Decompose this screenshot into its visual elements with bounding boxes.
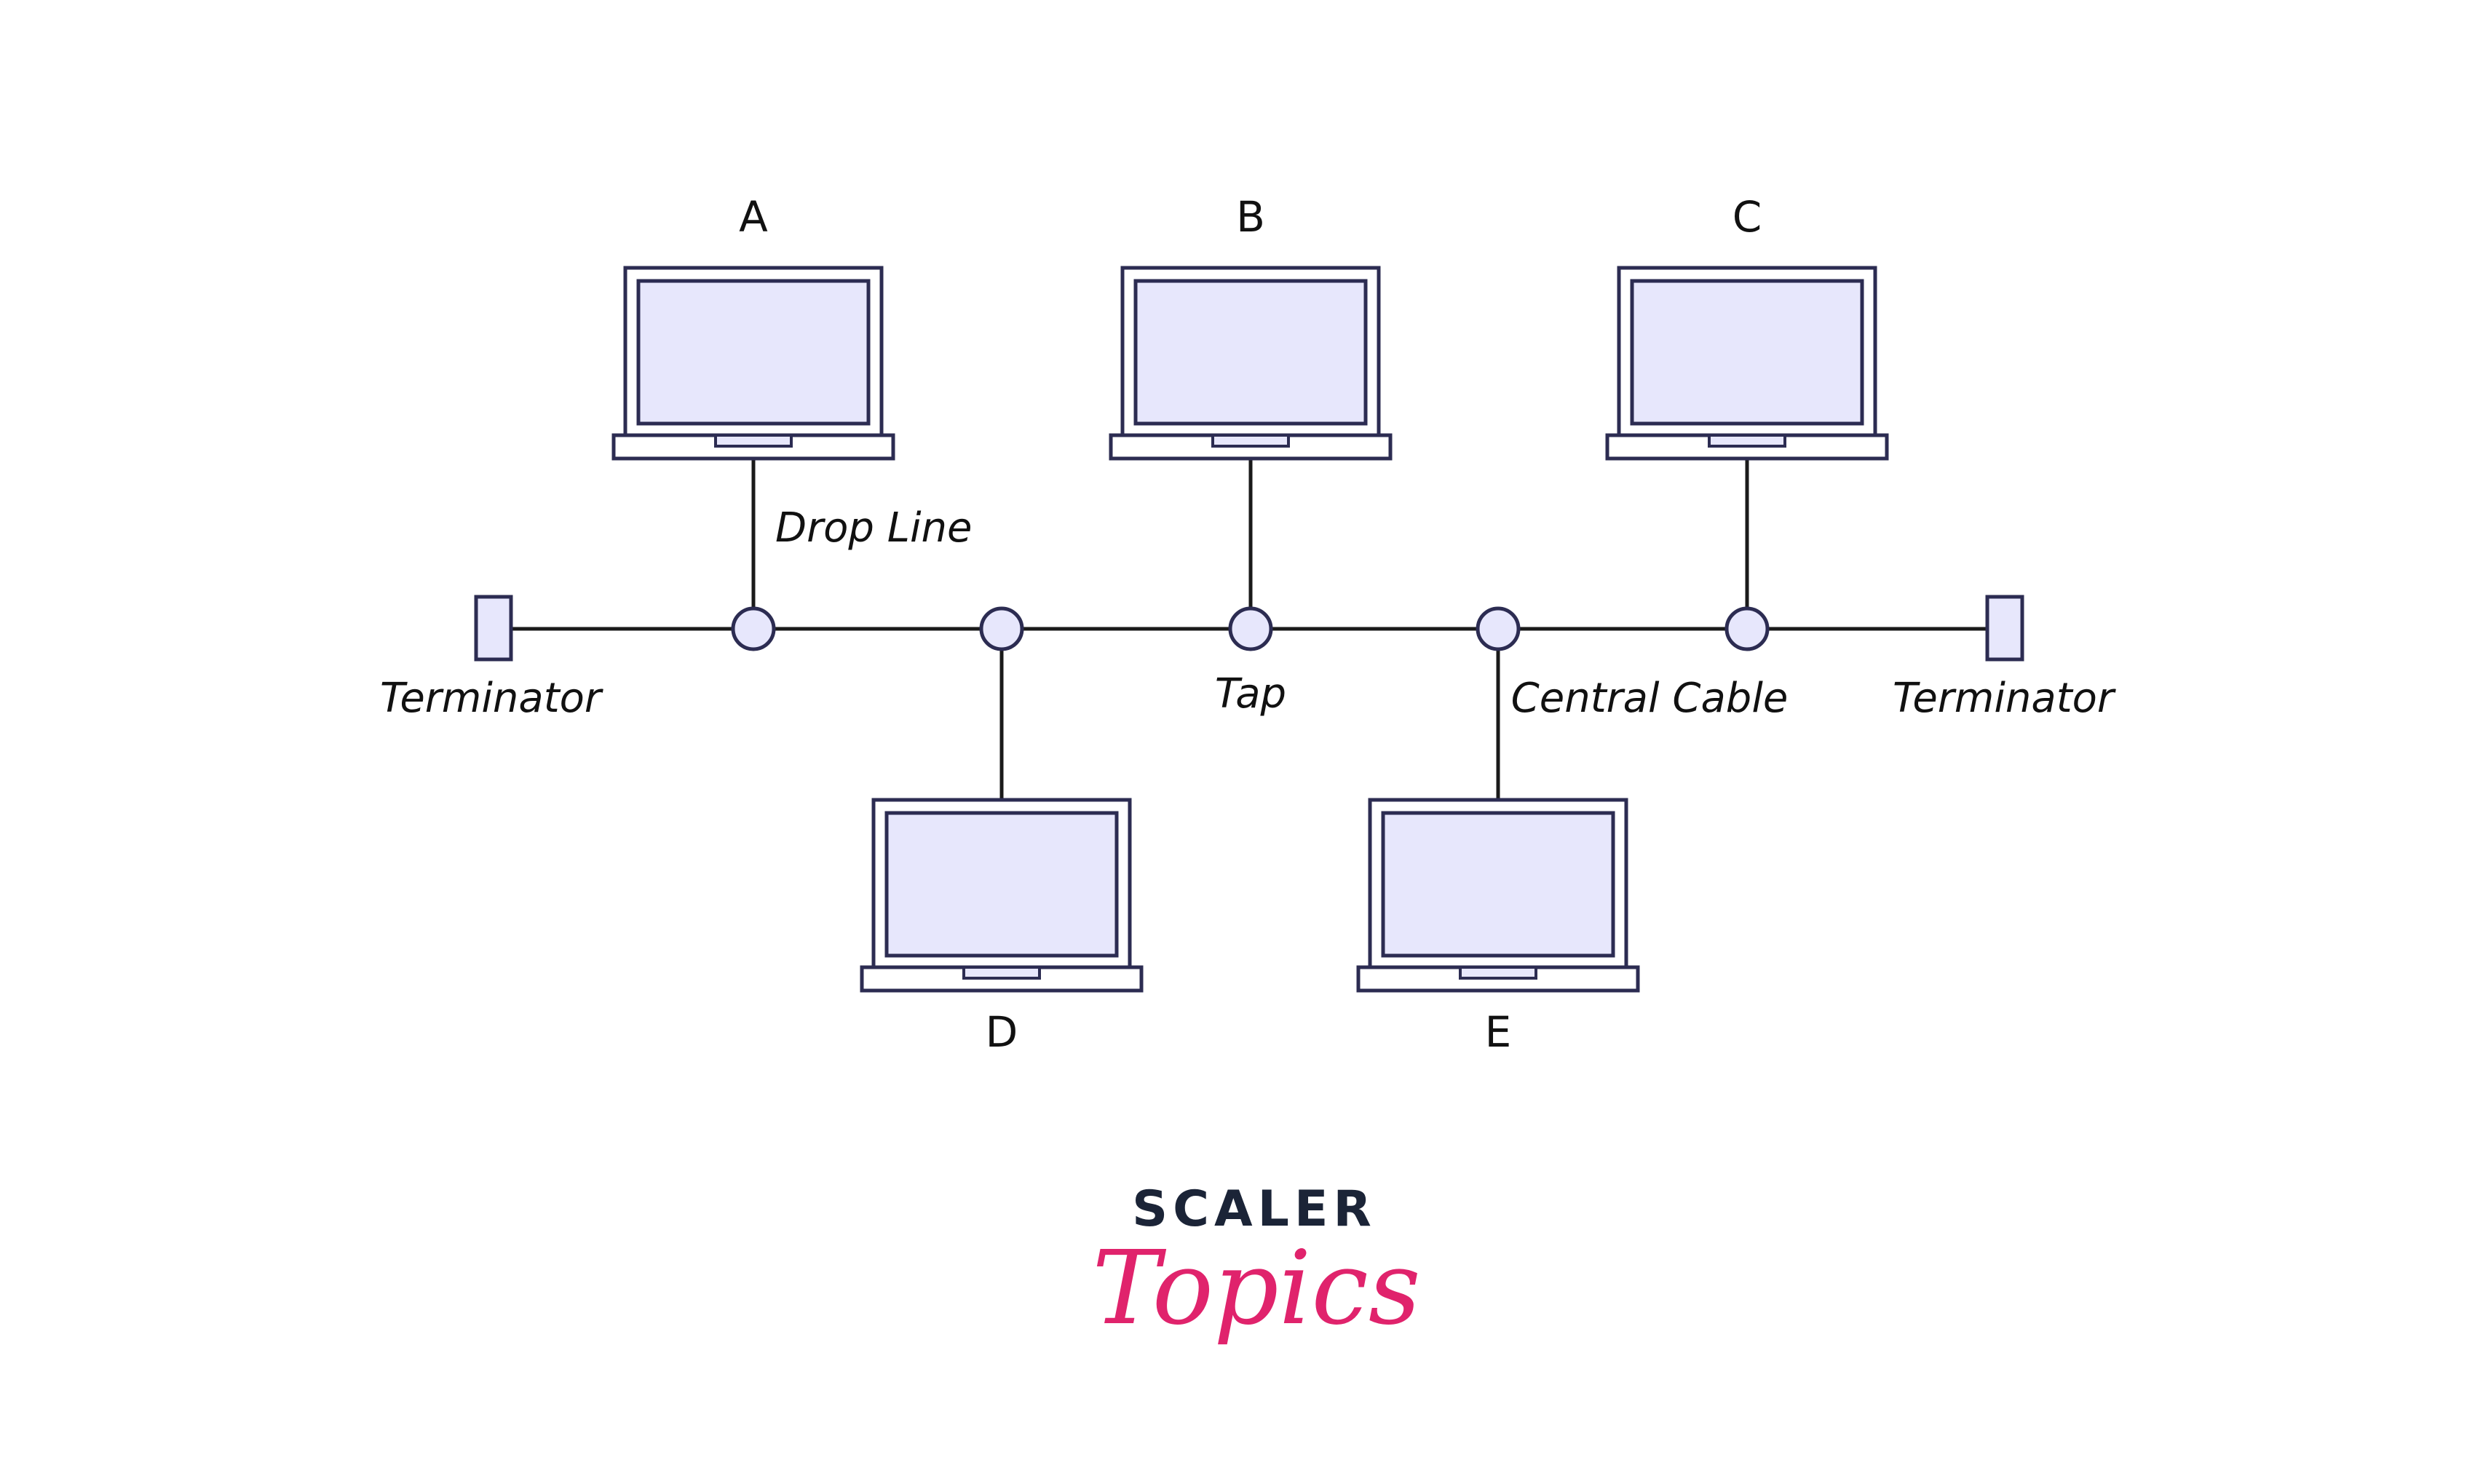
- terminator-left-label: Terminator: [380, 675, 603, 722]
- laptop-icon: [611, 266, 895, 461]
- node-label-c: C: [1732, 192, 1762, 242]
- laptop-icon: [1605, 266, 1889, 461]
- logo-wordmark-scaler: SCALER: [1132, 1181, 1377, 1238]
- drop-line-label: Drop Line: [775, 504, 972, 552]
- node-label-e: E: [1485, 1007, 1512, 1057]
- node-label-b: B: [1236, 192, 1265, 242]
- terminator-left-block: [474, 595, 513, 662]
- tap-d: [979, 606, 1024, 651]
- laptop-icon: [860, 798, 1144, 993]
- central-cable-label: Central Cable: [1511, 675, 1789, 722]
- tap-c: [1724, 606, 1770, 651]
- terminator-right-block: [1985, 595, 2024, 662]
- tap-label: Tap: [1215, 670, 1286, 718]
- node-label-d: D: [986, 1007, 1018, 1057]
- node-label-a: A: [739, 192, 768, 242]
- logo-wordmark-topics: Topics: [1092, 1229, 1420, 1348]
- terminator-right-label: Terminator: [1893, 675, 2116, 722]
- laptop-icon: [1356, 798, 1640, 993]
- tap-e: [1476, 606, 1521, 651]
- scaler-topics-logo: SCALER Topics: [1092, 1181, 1420, 1348]
- laptop-icon: [1109, 266, 1393, 461]
- tap-a: [731, 606, 776, 651]
- tap-b: [1228, 606, 1273, 651]
